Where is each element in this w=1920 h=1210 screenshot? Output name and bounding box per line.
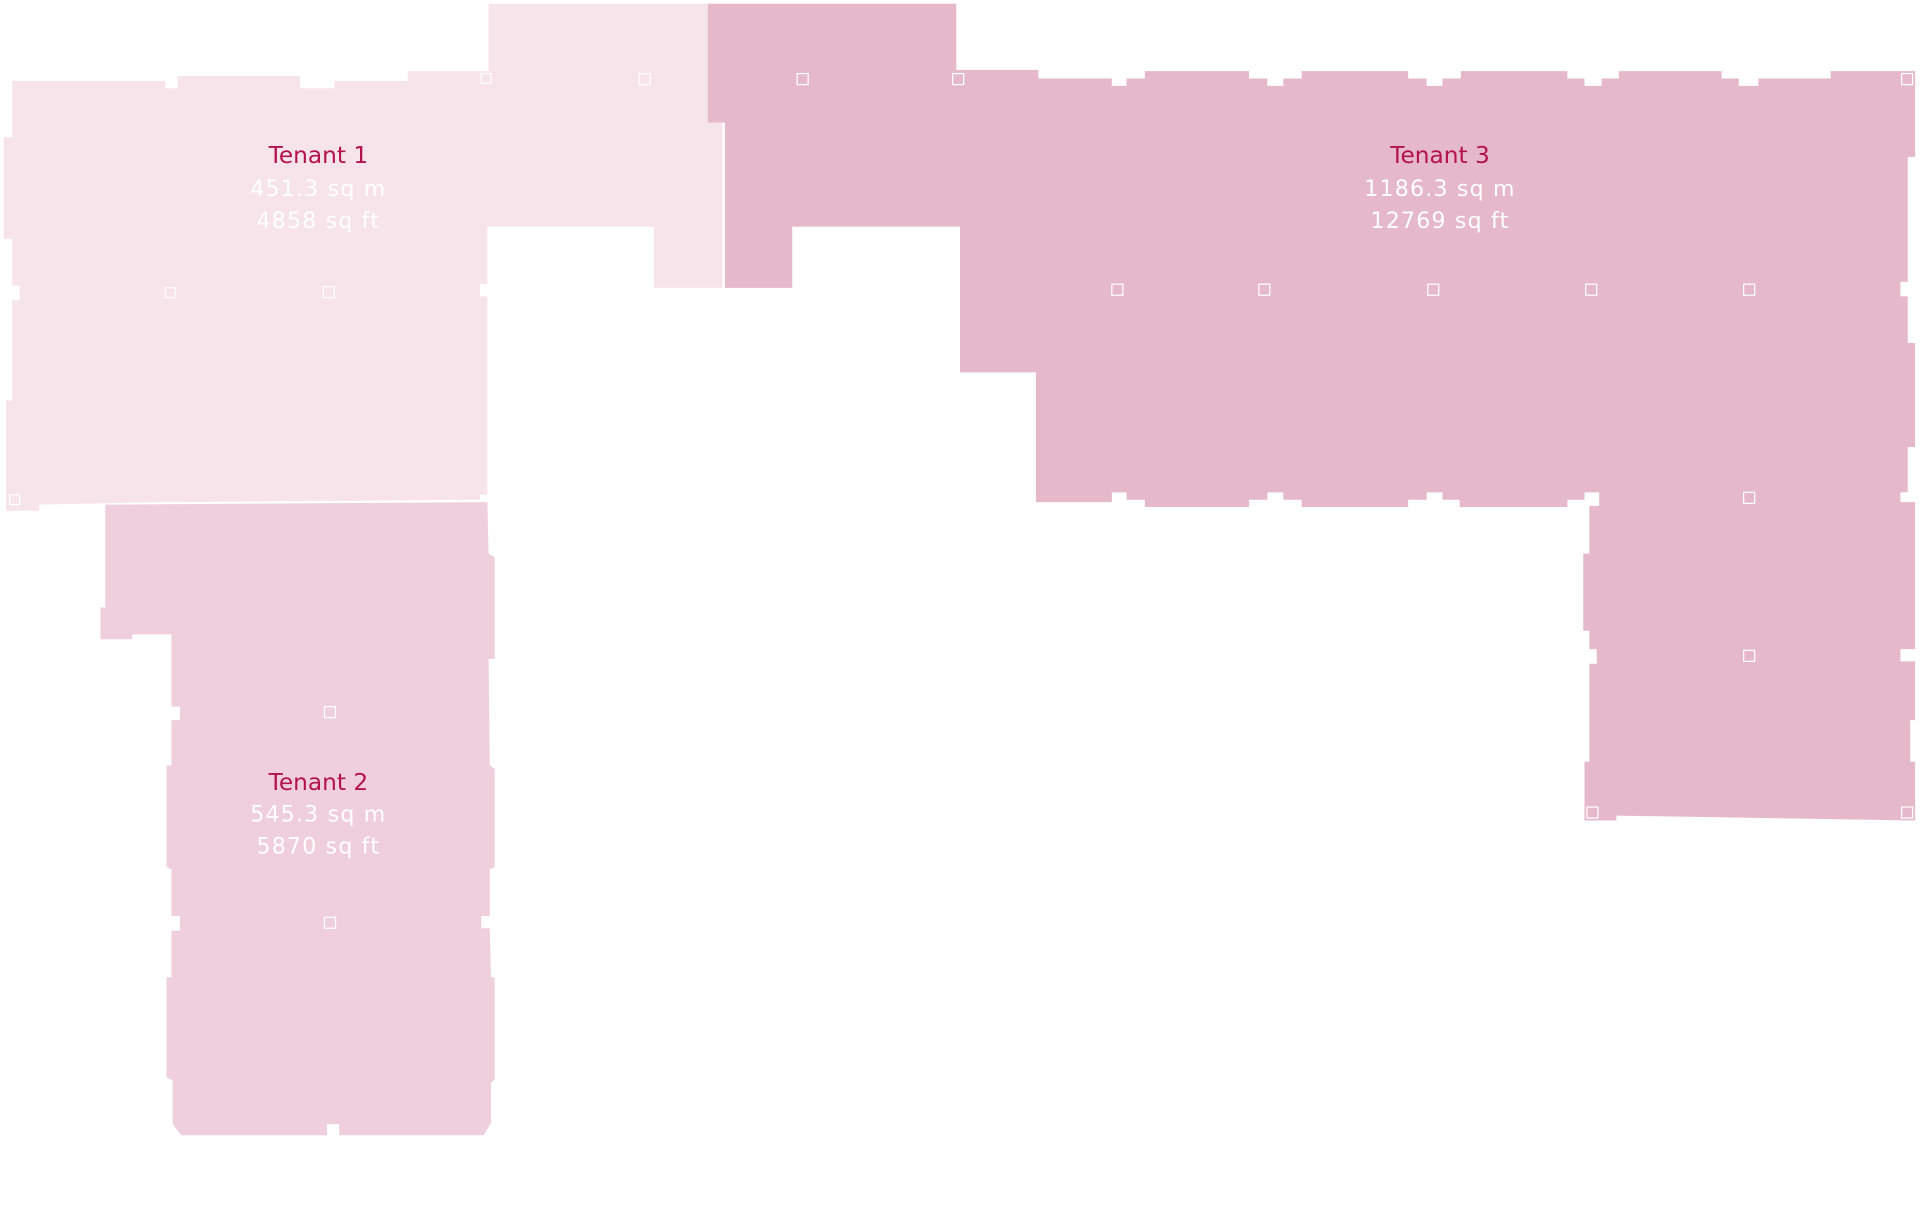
column-marker	[9, 494, 21, 506]
tenant-3-unit[interactable]	[707, 3, 1916, 821]
column-marker	[638, 72, 651, 86]
column-marker	[323, 706, 337, 719]
tenant-3-floor-area[interactable]	[707, 3, 1916, 821]
column-marker	[1901, 806, 1914, 819]
tenant-area-sqm: 545.3 sq m	[250, 803, 386, 828]
column-marker	[1743, 491, 1756, 504]
column-marker	[164, 287, 176, 299]
column-marker	[323, 916, 337, 929]
tenant-2-unit[interactable]	[100, 502, 495, 1136]
column-marker	[480, 72, 492, 84]
tenant-3-label: Tenant 3 1186.3 sq m 12769 sq ft	[1364, 142, 1515, 234]
tenant-name: Tenant 2	[268, 769, 369, 796]
column-marker	[1258, 283, 1271, 296]
tenant-name: Tenant 1	[268, 142, 369, 169]
tenant-area-sqm: 1186.3 sq m	[1364, 177, 1515, 202]
tenant-1-floor-area[interactable]	[3, 3, 723, 511]
tenant-area-sqm: 451.3 sq m	[250, 177, 386, 202]
column-marker	[322, 286, 335, 299]
tenant-1-label: Tenant 1 451.3 sq m 4858 sq ft	[250, 142, 386, 234]
column-marker	[1111, 283, 1124, 296]
column-marker	[1585, 283, 1598, 296]
tenant-1-unit[interactable]	[3, 3, 723, 511]
column-marker	[1743, 283, 1756, 296]
column-marker	[796, 72, 809, 86]
column-marker	[1743, 649, 1756, 662]
tenant-area-sqft: 12769 sq ft	[1370, 209, 1509, 234]
structural-columns	[9, 72, 1914, 929]
column-marker	[1901, 72, 1914, 86]
tenant-area-sqft: 4858 sq ft	[256, 209, 380, 234]
tenant-area-sqft: 5870 sq ft	[256, 835, 380, 860]
column-marker	[1586, 806, 1599, 819]
tenant-2-floor-area[interactable]	[100, 502, 495, 1136]
column-marker	[1427, 283, 1440, 296]
tenant-2-label: Tenant 2 545.3 sq m 5870 sq ft	[250, 769, 386, 860]
column-marker	[952, 72, 965, 86]
tenant-name: Tenant 3	[1389, 142, 1490, 169]
